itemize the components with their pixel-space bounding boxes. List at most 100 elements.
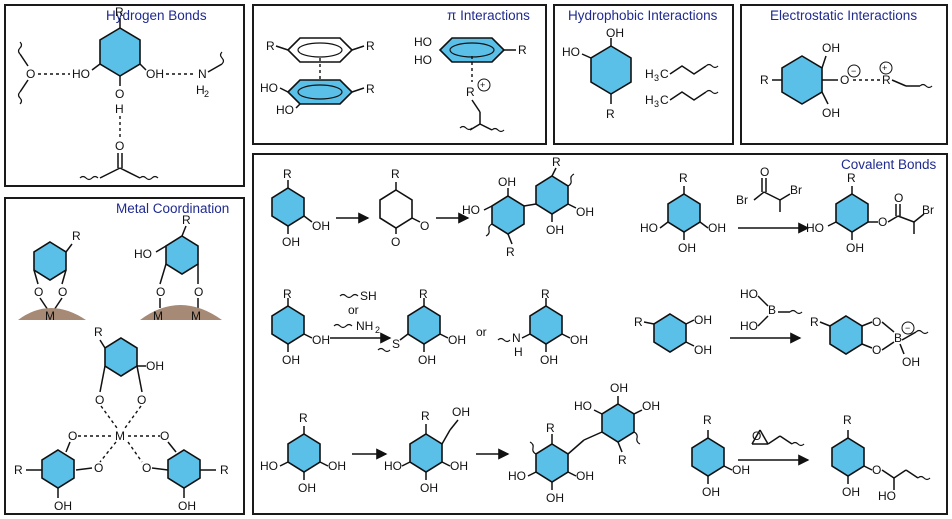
label-br: Br <box>736 193 748 207</box>
label-r: R <box>552 155 561 169</box>
label-oh: OH <box>842 485 860 499</box>
label-oh: OH <box>694 313 712 327</box>
covalent-row-1: R OH OH R O O OH HO R R OH OH <box>271 155 594 259</box>
label-r: R <box>72 229 81 243</box>
covalent-row-2-boronate: R OH OH HO HO B R O O B − OH <box>634 287 929 369</box>
label-r: R <box>541 287 550 301</box>
label-m: M <box>153 309 163 323</box>
label-ho: HO <box>72 67 90 81</box>
label-ho: HO <box>134 247 152 261</box>
label-o: O <box>58 285 67 299</box>
label-o: O <box>420 219 429 233</box>
label-oh: OH <box>448 333 466 347</box>
label-o: O <box>194 285 203 299</box>
label-ho: HO <box>414 53 432 67</box>
h-bond-catechol: R HO OH O H O O N H 2 <box>17 5 225 181</box>
label-br: Br <box>922 203 934 217</box>
pi-interactions-panel <box>252 4 547 145</box>
label-r: R <box>606 107 615 121</box>
hydrophobic-catechol: OH HO R H 3 C H 3 C <box>562 26 719 121</box>
label-o-minus: O <box>840 73 849 87</box>
label-o: O <box>872 343 881 357</box>
subscript-2: 2 <box>375 325 380 335</box>
label-oh: OH <box>642 399 660 413</box>
label-oh: OH <box>146 359 164 373</box>
label-o: O <box>872 463 881 477</box>
label-s: S <box>392 337 400 351</box>
label-or: or <box>348 303 359 317</box>
label-oh: OH <box>846 241 864 255</box>
label-r: R <box>703 413 712 427</box>
label-ho: HO <box>260 459 278 473</box>
label-r: R <box>220 463 229 477</box>
label-r: R <box>518 43 527 57</box>
label-or: or <box>476 325 487 339</box>
label-ho: HO <box>508 469 526 483</box>
label-ho: HO <box>276 103 294 117</box>
hydrophobic-panel <box>553 4 734 145</box>
minus-sign: − <box>905 323 910 333</box>
label-ho: HO <box>414 35 432 49</box>
label-oh: OH <box>902 355 920 369</box>
label-o: O <box>34 285 43 299</box>
label-oh: OH <box>282 235 300 249</box>
label-o-ether: O <box>26 67 35 81</box>
hydrophobic-title: Hydrophobic Interactions <box>568 8 718 23</box>
label-oh: OH <box>694 343 712 357</box>
label-r: R <box>366 82 375 96</box>
label-r: R <box>283 167 292 181</box>
hydrogen-bonds-title: Hydrogen Bonds <box>106 8 207 23</box>
label-o: O <box>894 191 903 205</box>
label-oh: OH <box>146 67 164 81</box>
electrostatic-title: Electrostatic Interactions <box>770 8 918 23</box>
label-o: O <box>878 215 887 229</box>
label-oh: OH <box>452 405 470 419</box>
label-r: R <box>634 315 643 329</box>
label-r: R <box>618 453 627 467</box>
label-sh: SH <box>360 289 377 303</box>
label-ho: HO <box>640 221 658 235</box>
label-r: R <box>843 413 852 427</box>
label-r: R <box>847 171 856 185</box>
label-oh: OH <box>420 481 438 495</box>
label-r: R <box>266 39 275 53</box>
label-oh: OH <box>282 353 300 367</box>
label-b: B <box>894 331 902 345</box>
covalent-row-3-epoxide: R OH OH O R OH O HO <box>691 413 931 503</box>
label-ho: HO <box>462 203 480 217</box>
subscript-2: 2 <box>204 89 209 99</box>
minus-sign: − <box>851 66 856 76</box>
label-oh: OH <box>576 205 594 219</box>
label-oh: OH <box>54 499 72 513</box>
label-oh: OH <box>606 26 624 40</box>
label-oh: OH <box>546 223 564 237</box>
label-o: O <box>391 235 400 249</box>
label-r-plus: R <box>882 73 891 87</box>
label-m: M <box>45 309 55 323</box>
label-r: R <box>760 73 769 87</box>
metal-bridging: R HO O O M M <box>134 213 222 323</box>
covalent-row-1-initiator: R HO OH OH Br O Br R HO OH O O Br <box>640 165 934 255</box>
pi-stack-left: R R R HO HO <box>260 37 375 117</box>
label-ho: HO <box>562 45 580 59</box>
label-n: N <box>512 331 521 345</box>
label-oh: OH <box>418 353 436 367</box>
label-r: R <box>546 421 555 435</box>
label-ho: HO <box>384 459 402 473</box>
label-ho: HO <box>740 287 758 301</box>
label-ho: HO <box>740 319 758 333</box>
pi-cation: HO HO R R + <box>414 35 527 133</box>
label-br: Br <box>790 183 802 197</box>
subscript-3: 3 <box>654 99 659 109</box>
label-r: R <box>810 315 819 329</box>
label-oh: OH <box>312 333 330 347</box>
label-m: M <box>115 429 125 443</box>
label-oh: OH <box>450 459 468 473</box>
label-n: N <box>198 67 207 81</box>
label-oh: OH <box>328 459 346 473</box>
label-ho: HO <box>878 489 896 503</box>
label-oh: OH <box>732 463 750 477</box>
label-oh: OH <box>610 381 628 395</box>
label-r: R <box>366 39 375 53</box>
